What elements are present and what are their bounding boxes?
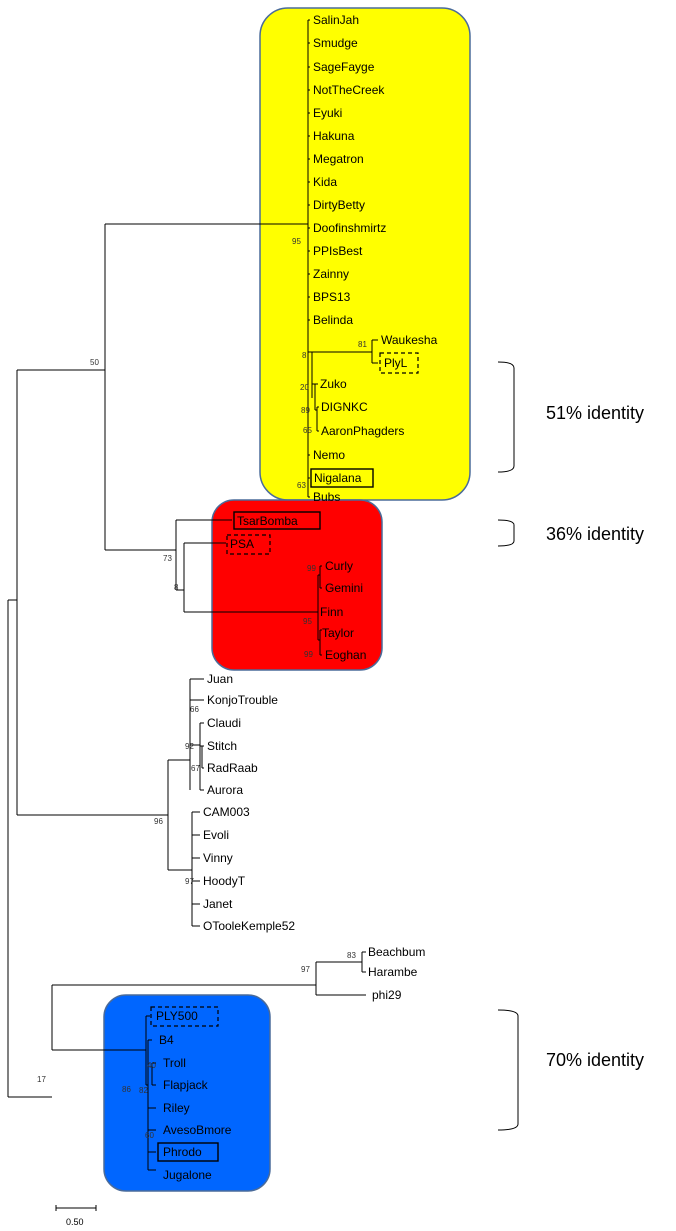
leaf-finn: Finn [320,605,343,619]
leaf-konjotrouble: KonjoTrouble [207,693,278,707]
leaf-beachbum: Beachbum [368,945,425,959]
bootstrap-65: 65 [303,426,312,435]
leaf-belinda: Belinda [313,313,353,327]
bootstrap-99a: 99 [307,564,316,573]
tree-branches [7,19,378,1171]
bootstrap-99b: 99 [304,650,313,659]
tsarbomba-solid-frame [233,511,321,530]
bootstrap-83: 83 [347,951,356,960]
bootstrap-67: 67 [191,764,200,773]
leaf-harambe: Harambe [368,965,418,979]
bootstrap-96: 96 [154,817,163,826]
red-clade-box [211,499,383,671]
leaf-phrodo: Phrodo [163,1145,202,1159]
leaf-smudge: Smudge [313,36,358,50]
leaf-juan: Juan [207,672,233,686]
leaf-stitch: Stitch [207,739,237,753]
leaf-dignkc: DIGNKC [321,400,368,414]
leaf-cam003: CAM003 [203,805,250,819]
bootstrap-17: 17 [37,1075,46,1084]
bootstrap-66: 66 [190,705,199,714]
leaf-tsarbomba: TsarBomba [237,514,298,528]
bootstrap-86: 86 [122,1085,131,1094]
leaf-salinjah: SalinJah [313,13,359,27]
nigalana-solid-frame [310,468,374,488]
leaf-notthecreek: NotTheCreek [313,83,385,97]
bootstrap-60: 60 [145,1131,154,1140]
leaf-doofinshmirtz: Doofinshmirtz [313,221,386,235]
bootstrap-97b: 97 [301,965,310,974]
leaf-psa: PSA [230,537,254,551]
identity-36-label: 36% identity [546,524,644,544]
bootstrap-values: 95 81 8 20 89 65 63 50 73 8 99 95 99 66 … [37,237,367,1140]
leaf-b4: B4 [159,1033,174,1047]
leaf-labels: SalinJah Smudge SageFayge NotTheCreek Ey… [156,13,438,1182]
leaf-janet: Janet [203,897,233,911]
scale-bar-label: 0.50 [66,1217,84,1227]
bootstrap-63: 63 [297,481,306,490]
leaf-eoghan: Eoghan [325,648,366,662]
bootstrap-95: 95 [292,237,301,246]
identity-51-label: 51% identity [546,403,644,423]
leaf-kida: Kida [313,175,337,189]
leaf-bubs: Bubs [313,490,340,504]
leaf-otoolekemple52: OTooleKemple52 [203,919,295,933]
leaf-gemini: Gemini [325,581,363,595]
leaf-dirtybetty: DirtyBetty [313,198,365,212]
leaf-bps13: BPS13 [313,290,351,304]
leaf-ply500: PLY500 [156,1009,198,1023]
leaf-claudi: Claudi [207,716,241,730]
bootstrap-50: 50 [90,358,99,367]
leaf-megatron: Megatron [313,152,364,166]
bootstrap-73: 73 [163,554,172,563]
leaf-hakuna: Hakuna [313,129,355,143]
leaf-jugalone: Jugalone [163,1168,212,1182]
bootstrap-97a: 97 [185,877,194,886]
bootstrap-89: 89 [301,406,310,415]
bootstrap-40: 40 [147,1061,156,1070]
leaf-nemo: Nemo [313,448,345,462]
leaf-vinny: Vinny [203,851,233,865]
bootstrap-95b: 95 [303,617,312,626]
identity-70-label: 70% identity [546,1050,644,1070]
bootstrap-82: 82 [139,1086,148,1095]
leaf-phi29: phi29 [372,988,402,1002]
leaf-zuko: Zuko [320,377,347,391]
leaf-zainny: Zainny [313,267,349,281]
scale-bar: 0.50 [55,1205,97,1227]
leaf-hoodyt: HoodyT [203,874,246,888]
leaf-curly: Curly [325,559,353,573]
leaf-highlight-frames [150,352,419,1162]
phrodo-solid-frame [157,1142,219,1162]
plyl-dashed-frame [379,352,419,374]
bracket-70 [497,1009,519,1131]
leaf-radraab: RadRaab [207,761,258,775]
bootstrap-92: 92 [185,742,194,751]
ply500-dashed-frame [150,1006,219,1027]
leaf-taylor: Taylor [322,626,354,640]
bracket-36 [497,519,515,547]
leaf-troll: Troll [163,1056,186,1070]
leaf-ppisbest: PPIsBest [313,244,363,258]
bootstrap-8: 8 [302,351,307,360]
leaf-aaronphagders: AaronPhagders [321,424,404,438]
bracket-51 [497,361,515,473]
leaf-riley: Riley [163,1101,190,1115]
psa-dashed-frame [226,534,271,555]
leaf-nigalana: Nigalana [314,471,362,485]
leaf-waukesha: Waukesha [381,333,438,347]
leaf-plyl: PlyL [384,356,408,370]
bootstrap-81: 81 [358,340,367,349]
leaf-eyuki: Eyuki [313,106,342,120]
leaf-aurora: Aurora [207,783,243,797]
bootstrap-20: 20 [300,383,309,392]
leaf-evoli: Evoli [203,828,229,842]
identity-annotations: 51% identity 36% identity 70% identity [497,361,644,1131]
leaf-flapjack: Flapjack [163,1078,209,1092]
leaf-avesobmore: AvesoBmore [163,1123,232,1137]
leaf-sagefayge: SageFayge [313,60,375,74]
bootstrap-8b: 8 [174,583,179,592]
